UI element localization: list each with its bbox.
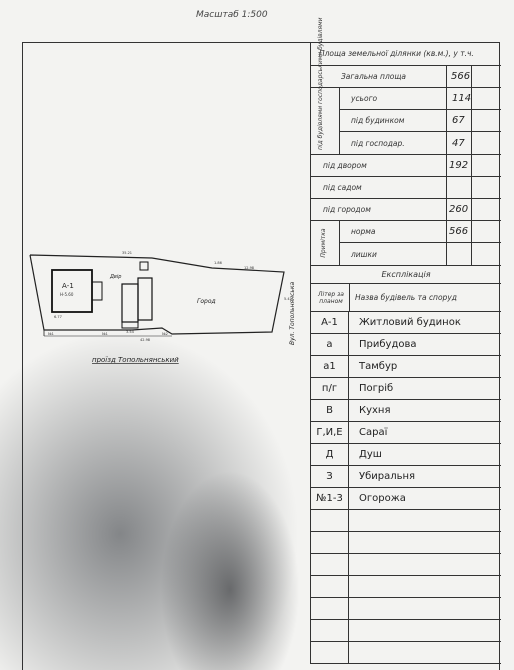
explication-header-row: Літер за планом Назва будівель та споруд bbox=[311, 284, 501, 312]
area-header-row: Площа земельної ділянки (кв.м.), у т.ч. bbox=[311, 42, 501, 66]
explication-empty-row bbox=[311, 620, 501, 642]
yard-label: Двір bbox=[109, 274, 121, 280]
total-label: Загальна площа bbox=[341, 72, 406, 81]
explication-row: В Кухня bbox=[311, 400, 501, 422]
dim-house: 6.77 bbox=[54, 315, 62, 319]
explication-code: а1 bbox=[311, 356, 349, 377]
explication-title-row: Експлікація bbox=[311, 266, 501, 284]
explication-code: №1-3 bbox=[311, 488, 349, 509]
buildings-group: під будівлями господарськими будівлями у… bbox=[311, 17, 501, 155]
explication-empty-rows bbox=[311, 510, 501, 664]
norm-row: норма 566 bbox=[339, 221, 501, 243]
explication-empty-row bbox=[311, 576, 501, 598]
explication-code: а bbox=[311, 334, 349, 355]
area-value-house: 67 bbox=[452, 115, 465, 126]
explication-name: Тамбур bbox=[359, 361, 398, 372]
area-row-all: усього 114 bbox=[339, 88, 501, 110]
area-value-all: 114 bbox=[452, 93, 472, 104]
explication-code: В bbox=[311, 400, 349, 421]
annex-outline bbox=[91, 281, 103, 301]
explication-name: Убиральня bbox=[359, 471, 416, 482]
dim-kitchen: 3.54 bbox=[126, 330, 135, 334]
explication-row: №1-3 Огорожа bbox=[311, 488, 501, 510]
kitchen-outline bbox=[121, 283, 139, 323]
explication-row: А-1 Житловий будинок bbox=[311, 312, 501, 334]
street-right-label: Вул. Топольнянська bbox=[289, 281, 296, 345]
buildings-group-label: під будівлями господарськими будівлями bbox=[317, 17, 324, 150]
shed-outline bbox=[137, 277, 153, 321]
house-label: А-1 bbox=[62, 282, 74, 290]
dim-bottom: 42.98 bbox=[140, 338, 150, 342]
explication-empty-row bbox=[311, 532, 501, 554]
dim-top-right: 12.98 bbox=[244, 266, 254, 270]
fence-2-label: №1 bbox=[102, 332, 108, 336]
note-group: Примітка норма 566 лишки bbox=[311, 221, 501, 266]
scale-label: Масштаб 1:500 bbox=[196, 10, 268, 20]
excess-row: лишки bbox=[339, 243, 501, 265]
area-value-outbuildings: 47 bbox=[452, 137, 465, 149]
explication-name: Погріб bbox=[359, 383, 394, 394]
area-table: Площа земельної ділянки (кв.м.), у т.ч. … bbox=[310, 17, 501, 664]
street-bottom-label: проїзд Топольнянський bbox=[92, 356, 179, 364]
yard-value: 192 bbox=[449, 160, 469, 171]
explication-name: Душ bbox=[359, 449, 382, 460]
fence-3-label: №2 bbox=[162, 332, 168, 336]
explication-row: Г,И,Е Сараї bbox=[311, 422, 501, 444]
explication-row: З Убиральня bbox=[311, 466, 501, 488]
explication-name: Сараї bbox=[359, 427, 388, 438]
total-row: Загальна площа 566 bbox=[311, 66, 501, 88]
norm-value: 566 bbox=[449, 226, 469, 237]
shed-small-outline bbox=[121, 321, 139, 329]
explication-name: Житловий будинок bbox=[359, 317, 461, 328]
explication-code: п/г bbox=[311, 378, 349, 399]
explication-title: Експлікація bbox=[381, 270, 431, 279]
area-row-outbuildings: під господар. 47 bbox=[339, 132, 501, 154]
area-header: Площа земельної ділянки (кв.м.), у т.ч. bbox=[319, 49, 474, 58]
shower-outline bbox=[139, 261, 149, 271]
vegetable-row: під городом 260 bbox=[311, 199, 501, 221]
explication-code: Г,И,Е bbox=[311, 422, 349, 443]
explication-empty-row bbox=[311, 598, 501, 620]
explication-empty-row bbox=[311, 554, 501, 576]
dim-top: 35.21 bbox=[122, 251, 132, 255]
explication-list: А-1 Житловий будинок а Прибудова а1 Тамбур п/г… bbox=[311, 312, 501, 510]
total-value: 566 bbox=[451, 71, 471, 82]
explication-name: Прибудова bbox=[359, 339, 417, 350]
site-plan: А-1 Н-5.60 Двір Город 35.21 12.98 1.86 4… bbox=[29, 251, 296, 364]
yard-row: під двором 192 bbox=[311, 155, 501, 177]
explication-row: а Прибудова bbox=[311, 334, 501, 356]
explication-code: А-1 bbox=[311, 312, 349, 333]
area-row-house: під будинком 67 bbox=[339, 110, 501, 132]
explication-empty-row bbox=[311, 642, 501, 664]
explication-row: Д Душ bbox=[311, 444, 501, 466]
garden-row: під садом bbox=[311, 177, 501, 199]
note-group-label: Примітка bbox=[320, 228, 327, 258]
vegetable-value: 260 bbox=[449, 204, 469, 215]
explication-row: п/г Погріб bbox=[311, 378, 501, 400]
house-sub-label: Н-5.60 bbox=[60, 292, 74, 297]
explication-name: Кухня bbox=[359, 405, 391, 416]
dim-mid: 1.86 bbox=[214, 261, 222, 265]
house-outline bbox=[51, 269, 93, 313]
explication-row: а1 Тамбур bbox=[311, 356, 501, 378]
dim-right: 5.42 bbox=[284, 297, 292, 301]
explication-code: З bbox=[311, 466, 349, 487]
explication-code: Д bbox=[311, 444, 349, 465]
garden-label: Город bbox=[197, 298, 216, 305]
fence-1-label: №1 bbox=[48, 332, 54, 336]
explication-empty-row bbox=[311, 510, 501, 532]
explication-name: Огорожа bbox=[359, 493, 406, 504]
